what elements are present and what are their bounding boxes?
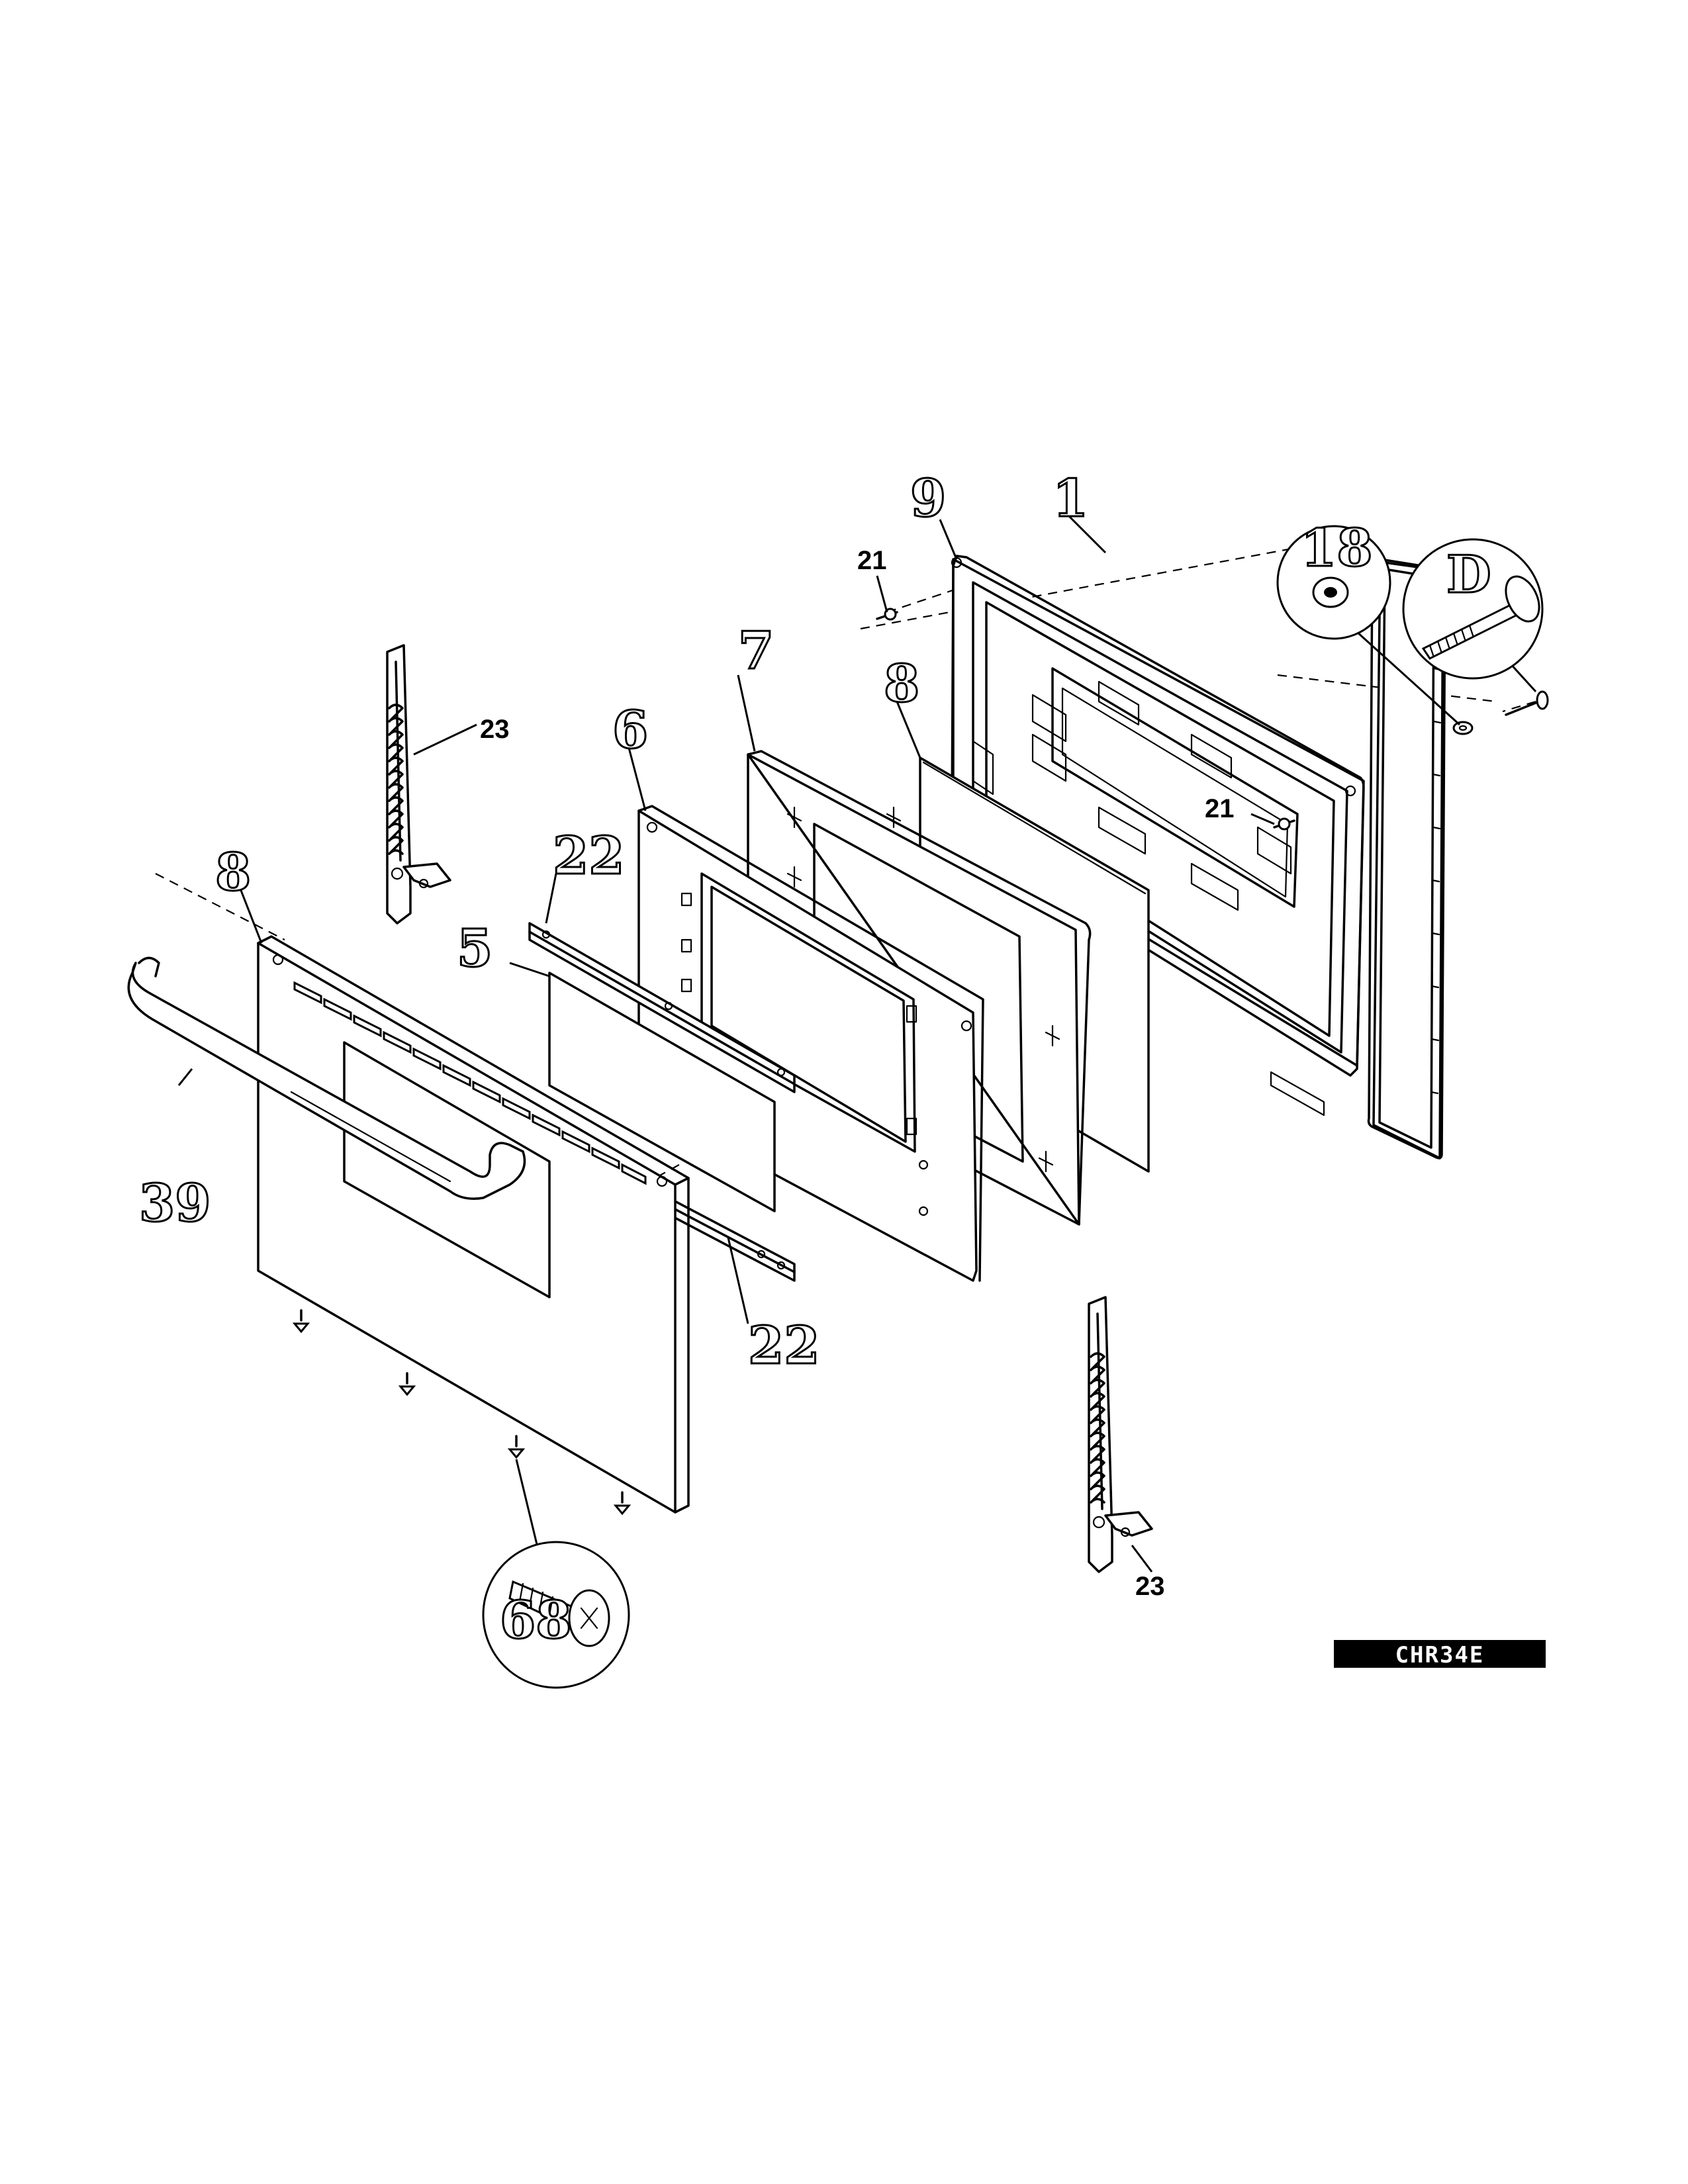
leader-gasket	[1064, 512, 1107, 554]
outer-door-vent-slots	[293, 981, 647, 1185]
screw-detail-circle	[482, 1541, 630, 1689]
door-hinge-top	[386, 644, 451, 925]
callout-23-bottom: 23	[1135, 1572, 1165, 1601]
label-bolt-detail: D	[1446, 545, 1491, 605]
leader-lower-trim	[727, 1237, 749, 1324]
label-rear-glass: 8	[884, 654, 919, 714]
inner-door-panel	[951, 555, 1365, 1116]
leader-rear-glass	[896, 701, 921, 758]
callout-23-top: 23	[480, 715, 510, 744]
label-inner-door: 9	[910, 469, 946, 529]
inner-door-brackets	[972, 680, 1325, 1116]
leader-insulation	[737, 674, 756, 752]
outer-door-screws	[292, 1309, 632, 1516]
leader-hinge-bottom	[1131, 1545, 1153, 1572]
label-glass-frame: 6	[612, 700, 648, 760]
label-lower-trim: 22	[748, 1316, 820, 1376]
leader-screw-detail	[515, 1459, 541, 1556]
leader-handle	[177, 1068, 193, 1086]
glass-pack-frame	[637, 805, 984, 1282]
leader-front-glass	[509, 962, 550, 978]
label-outer-door: 8	[215, 842, 251, 903]
leader-screw-21-mid	[1250, 813, 1275, 825]
label-front-glass: 5	[457, 919, 492, 979]
screw-21-mid	[1273, 817, 1295, 831]
label-upper-trim: 22	[553, 826, 625, 886]
bolt-part	[1505, 690, 1549, 716]
bolt-detail-circle	[1402, 538, 1544, 680]
label-washer-detail: 18	[1301, 518, 1373, 578]
leader-glass-frame	[628, 747, 647, 811]
label-screw-detail: 68	[500, 1590, 572, 1651]
label-gasket: 1	[1053, 469, 1088, 529]
leader-hinge-top	[413, 723, 477, 756]
washer-part	[1452, 721, 1474, 735]
leader-screw-21-top	[876, 575, 888, 613]
leader-inner-door	[939, 519, 958, 560]
washer-detail-circle	[1276, 525, 1391, 640]
callout-21-mid: 21	[1205, 794, 1235, 823]
door-hinge-bottom	[1088, 1296, 1153, 1573]
label-handle: 39	[139, 1173, 211, 1234]
diagram-code: CHR34E	[1334, 1640, 1546, 1668]
outer-door-panel	[257, 935, 690, 1514]
callout-21-top: 21	[857, 546, 887, 575]
leader-upper-trim	[545, 873, 557, 924]
upper-trim-channel	[528, 922, 796, 1093]
leader-washer-detail	[1356, 631, 1461, 726]
front-glass-panel	[548, 972, 776, 1212]
door-handle	[127, 956, 526, 1200]
leader-outer-door	[237, 883, 263, 944]
label-insulation: 7	[738, 621, 774, 681]
diagram-code-text: CHR34E	[1395, 1642, 1485, 1668]
